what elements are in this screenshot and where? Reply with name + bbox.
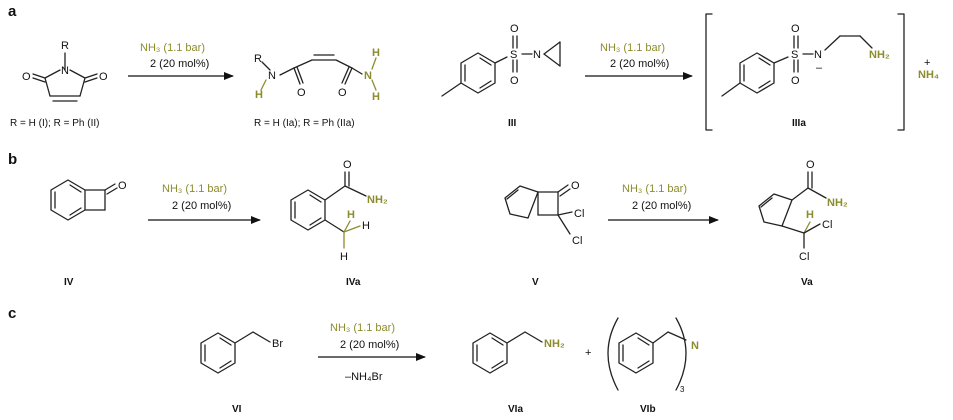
- dichlorocyclobutanone-structure: O Cl Cl: [504, 180, 584, 247]
- atom-r: R: [254, 53, 262, 65]
- toluamide-structure: O NH₂ H H H: [290, 159, 388, 263]
- atom-n: N: [814, 49, 822, 61]
- tribenzylamine-structure: 3 N: [607, 317, 699, 394]
- panel-label-b: b: [8, 151, 17, 168]
- atom-o: O: [99, 71, 108, 83]
- reagent-ammonia: NH₃ (1.1 bar): [600, 42, 665, 54]
- svg-text:2 (20 mol%): 2 (20 mol%): [150, 58, 209, 70]
- compound-label-v: V: [532, 277, 539, 288]
- reagent-catalyst: 2 (20 mol%): [150, 58, 209, 70]
- atom-cl: Cl: [572, 235, 582, 247]
- ammonium-ion: NH₄: [918, 69, 939, 81]
- reagent-catalyst: 2 (20 mol%): [340, 339, 399, 351]
- atom-o: O: [510, 75, 519, 87]
- compound-label-vi: VI: [232, 404, 242, 415]
- bracket-right: [897, 13, 905, 131]
- charge-plus: +: [924, 57, 930, 69]
- sulfonamide-anion-structure: O S O N – NH₂: [721, 23, 890, 97]
- atom-o: O: [343, 159, 352, 171]
- svg-text:2 (20 mol%): 2 (20 mol%): [610, 58, 669, 70]
- atom-o: O: [338, 87, 347, 99]
- reaction-arrow-a2: NH₃ (1.1 bar) 2 (20 mol%): [585, 42, 693, 80]
- atom-cl: Cl: [574, 208, 584, 220]
- svg-text:NH₃ (1.1 bar): NH₃ (1.1 bar): [140, 42, 205, 54]
- compound-label-i-ii: R = H (I); R = Ph (II): [10, 118, 99, 129]
- atom-n: N: [364, 70, 372, 82]
- atom-h: H: [255, 89, 263, 101]
- atom-o: O: [791, 23, 800, 35]
- atom-o: O: [806, 159, 815, 171]
- compound-label-iv: IV: [64, 277, 74, 288]
- compound-label-iva: IVa: [346, 277, 361, 288]
- panel-label-a: a: [8, 3, 17, 20]
- benzylamine-structure: NH₂: [472, 331, 565, 374]
- svg-text:NH₃ (1.1 bar): NH₃ (1.1 bar): [600, 42, 665, 54]
- maleimide-structure: R N O O: [22, 40, 108, 102]
- reagent-ammonia: NH₃ (1.1 bar): [162, 183, 227, 195]
- tosyl-aziridine-structure: O S O N: [441, 23, 561, 97]
- atom-r: R: [61, 40, 69, 52]
- atom-n: N: [691, 340, 699, 352]
- svg-text:–NH₄Br: –NH₄Br: [345, 371, 383, 383]
- atom-nh2: NH₂: [544, 338, 565, 350]
- atom-s: S: [510, 49, 517, 61]
- charge-minus: –: [816, 62, 823, 74]
- atom-s: S: [791, 49, 798, 61]
- plus-sign: +: [585, 347, 591, 359]
- atom-h: H: [347, 209, 355, 221]
- atom-h: H: [806, 209, 814, 221]
- bracket-left: [705, 13, 713, 131]
- atom-o: O: [22, 71, 31, 83]
- compound-label-iiia: IIIa: [792, 118, 806, 129]
- svg-text:NH₃ (1.1 bar): NH₃ (1.1 bar): [162, 183, 227, 195]
- compound-label-via: VIa: [508, 404, 523, 415]
- atom-n: N: [268, 70, 276, 82]
- reaction-arrow-c: NH₃ (1.1 bar) 2 (20 mol%) –NH₄Br: [318, 322, 426, 383]
- atom-o: O: [510, 23, 519, 35]
- atom-h: H: [362, 220, 370, 232]
- atom-cl: Cl: [822, 219, 832, 231]
- atom-o: O: [571, 180, 580, 192]
- svg-text:NH₃ (1.1 bar): NH₃ (1.1 bar): [330, 322, 395, 334]
- maleamide-structure: R N H O O N H H: [254, 47, 380, 103]
- svg-text:2 (20 mol%): 2 (20 mol%): [172, 200, 231, 212]
- atom-o: O: [791, 75, 800, 87]
- reagent-ammonia: NH₃ (1.1 bar): [140, 42, 205, 54]
- atom-h: H: [372, 91, 380, 103]
- atom-nh2: NH₂: [827, 197, 848, 209]
- svg-text:2 (20 mol%): 2 (20 mol%): [632, 200, 691, 212]
- atom-br: Br: [272, 338, 283, 350]
- atom-h: H: [372, 47, 380, 59]
- byproduct-ammonium-bromide: –NH₄Br: [345, 371, 383, 383]
- atom-o: O: [297, 87, 306, 99]
- atom-n: N: [533, 49, 541, 61]
- panel-label-c: c: [8, 305, 16, 322]
- compound-label-vib: VIb: [640, 404, 656, 415]
- svg-text:NH₃ (1.1 bar): NH₃ (1.1 bar): [622, 183, 687, 195]
- reagent-catalyst: 2 (20 mol%): [172, 200, 231, 212]
- atom-nh2: NH₂: [367, 194, 388, 206]
- atom-n: N: [61, 65, 69, 77]
- svg-text:2 (20 mol%): 2 (20 mol%): [340, 339, 399, 351]
- cyclopentene-amide-structure: O NH₂ H Cl Cl: [758, 159, 848, 263]
- compound-label-va: Va: [801, 277, 813, 288]
- reagent-catalyst: 2 (20 mol%): [610, 58, 669, 70]
- benzyl-bromide-structure: Br: [200, 331, 283, 374]
- atom-h: H: [340, 251, 348, 263]
- compound-label-iii: III: [508, 118, 517, 129]
- reagent-catalyst: 2 (20 mol%): [632, 200, 691, 212]
- compound-label-ia-iia: R = H (Ia); R = Ph (IIa): [254, 118, 355, 129]
- reaction-arrow-b2: NH₃ (1.1 bar) 2 (20 mol%): [608, 183, 719, 224]
- reaction-arrow-b1: NH₃ (1.1 bar) 2 (20 mol%): [148, 183, 261, 224]
- atom-cl: Cl: [799, 251, 809, 263]
- reaction-arrow-a1: NH₃ (1.1 bar) 2 (20 mol%): [128, 42, 234, 80]
- atom-nh2: NH₂: [869, 49, 890, 61]
- reagent-ammonia: NH₃ (1.1 bar): [330, 322, 395, 334]
- benzocyclobutenone-structure: O: [50, 179, 127, 221]
- atom-o: O: [118, 180, 127, 192]
- reagent-ammonia: NH₃ (1.1 bar): [622, 183, 687, 195]
- subscript-three: 3: [680, 385, 685, 394]
